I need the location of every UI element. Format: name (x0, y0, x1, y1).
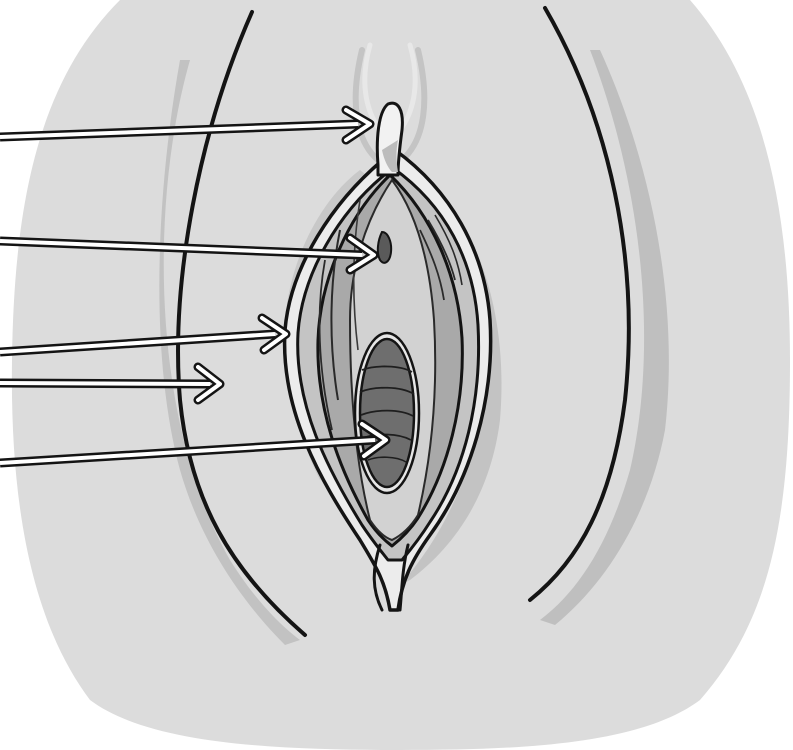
small-opening (378, 232, 391, 263)
